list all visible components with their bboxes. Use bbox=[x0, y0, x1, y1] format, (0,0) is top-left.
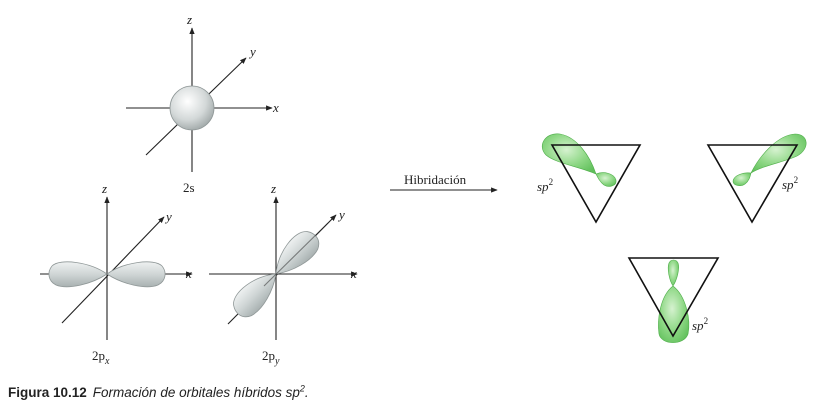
sp2-orbital-2: sp2 bbox=[706, 133, 807, 224]
x-axis-label: x bbox=[350, 266, 357, 281]
trigonal-planar-triangle bbox=[550, 144, 642, 224]
sp2-label: sp2 bbox=[692, 316, 708, 333]
sp2-small-lobe bbox=[595, 172, 617, 187]
orbital-label-2py: 2py bbox=[262, 348, 280, 367]
x-axis-label: x bbox=[185, 266, 192, 281]
y-axis-label: y bbox=[248, 44, 256, 59]
orbital-label-2s: 2s bbox=[183, 180, 195, 195]
p-orbital-lobe bbox=[48, 261, 108, 288]
sp2-small-lobe bbox=[732, 172, 752, 186]
y-axis-label: y bbox=[164, 209, 172, 224]
sp2-label: sp2 bbox=[782, 175, 798, 192]
z-axis-label: z bbox=[270, 181, 276, 196]
orbital-2s: z y x 2s bbox=[126, 12, 279, 195]
sp2-large-lobe bbox=[750, 133, 807, 174]
hybridization-arrow: Hibridación bbox=[390, 172, 498, 193]
z-axis-label: z bbox=[186, 12, 192, 27]
y-axis-overlay bbox=[263, 222, 329, 287]
trigonal-planar-triangle bbox=[706, 144, 799, 224]
sp2-label: sp2 bbox=[537, 177, 553, 194]
z-axis-label: z bbox=[101, 181, 107, 196]
y-axis-label: y bbox=[337, 207, 345, 222]
orbital-2px: z y x 2px bbox=[40, 181, 193, 367]
caption-text: Formación de orbitales híbridos sp2. bbox=[92, 383, 309, 400]
sp2-large-lobe bbox=[658, 285, 690, 343]
trigonal-planar-triangle bbox=[627, 257, 720, 338]
sp2-orbital-3: sp2 bbox=[627, 257, 720, 343]
hybridization-label: Hibridación bbox=[404, 172, 467, 187]
figure-caption: Figura 10.12 Formación de orbitales híbri… bbox=[8, 383, 309, 400]
sp2-orbital-1: sp2 bbox=[537, 133, 642, 224]
s-orbital-sphere bbox=[169, 85, 215, 131]
orbital-label-2px: 2px bbox=[92, 348, 110, 367]
p-orbital-lobe bbox=[106, 261, 166, 288]
figure-number: Figura 10.12 bbox=[8, 384, 87, 400]
sp2-large-lobe bbox=[541, 133, 597, 175]
x-axis-label: x bbox=[272, 100, 279, 115]
orbital-2py: z y x 2py bbox=[209, 181, 358, 367]
sp2-small-lobe bbox=[667, 259, 679, 287]
